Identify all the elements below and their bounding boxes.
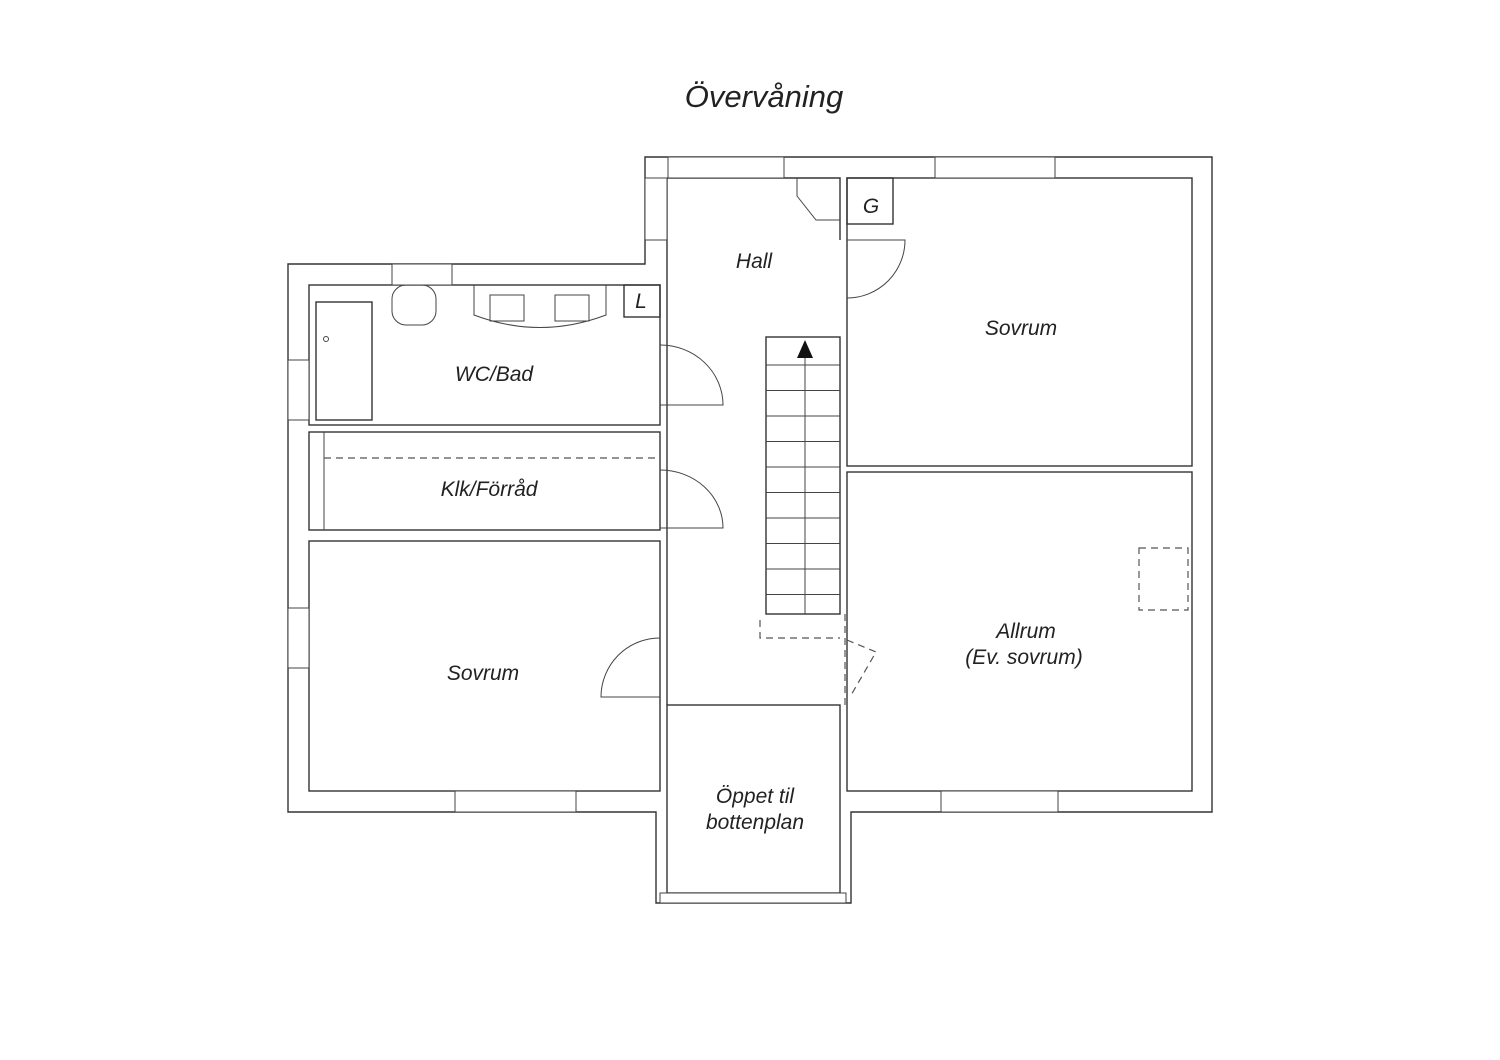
room-label-bedroom-left: Sovrum: [447, 662, 519, 685]
dashed-lines: [759, 614, 877, 705]
room-label-hall: Hall: [736, 250, 774, 273]
closet-room: [308, 431, 661, 531]
room-label-wc: WC/Bad: [455, 363, 535, 386]
shower-drain: [323, 336, 329, 342]
room-label-open-1: Öppet til: [716, 785, 796, 808]
room-label-allrum-note: (Ev. sovrum): [965, 646, 1082, 669]
room-label-closet: Klk/Förråd: [441, 478, 539, 501]
wc-room: [308, 284, 661, 426]
wc-door: [659, 344, 724, 406]
roof-hatch: [1138, 547, 1189, 611]
bedroom-left-door: [600, 637, 661, 698]
room-label-open-2: bottenplan: [706, 811, 804, 834]
closet-door: [659, 469, 724, 529]
bedroom-right-door: [846, 239, 906, 299]
hall-wall-top: [667, 177, 841, 240]
chimney: [796, 178, 840, 221]
windows: [287, 156, 1059, 904]
floor-title: Övervåning: [685, 79, 844, 114]
room-label-bedroom-right: Sovrum: [985, 317, 1057, 340]
room-label-allrum: Allrum: [994, 620, 1056, 643]
shower: [315, 301, 373, 421]
toilet: [391, 284, 437, 326]
sink-icon: [489, 294, 525, 322]
closet-l-label: L: [635, 290, 647, 313]
vanity: [473, 285, 607, 328]
arrow-up-icon: [797, 340, 813, 358]
staircase: [765, 336, 841, 615]
closet-l: [623, 284, 661, 318]
closet-g: [846, 177, 894, 225]
closet-g-label: G: [863, 195, 879, 218]
sink-icon: [554, 294, 590, 322]
